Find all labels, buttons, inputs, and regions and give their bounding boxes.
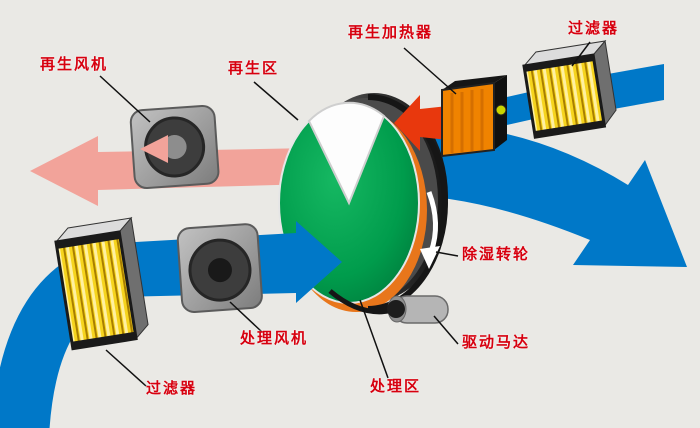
heater-top-face (442, 75, 507, 90)
filter-bottom-unit (54, 216, 149, 351)
filter-top-frame-bottom (534, 120, 605, 138)
label-regen-heater: 再生加热器 (348, 24, 434, 41)
leader-regen-fan (99, 75, 151, 123)
regen-fan-inner-arrow (140, 135, 168, 163)
filter-top-unit (522, 39, 617, 139)
label-filter-bottom: 过滤器 (146, 380, 198, 397)
heater-indicator-light (495, 104, 507, 116)
process-fan-ring-edge (188, 238, 252, 302)
filter-bottom-frame-top (56, 231, 121, 249)
label-regen-fan: 再生风机 (40, 56, 109, 73)
leader-process-fan (229, 301, 263, 333)
label-wheel: 除湿转轮 (462, 246, 531, 263)
regen-heater-unit (441, 75, 507, 158)
filter-bottom-frame-bottom (71, 331, 137, 349)
regen-fan-hub (162, 134, 187, 159)
label-motor: 驱动马达 (462, 334, 531, 351)
leader-process-zone (359, 299, 389, 379)
hot-air-arrow (394, 95, 448, 151)
leader-wheel (435, 251, 459, 257)
process-fan-hub (207, 258, 232, 283)
dry-air-outlet-arrow (398, 124, 687, 268)
leader-filter-top (571, 41, 591, 67)
label-filter-top: 过滤器 (568, 20, 620, 37)
process-fan (176, 223, 263, 313)
leader-regen-heater (403, 47, 457, 95)
regen-air-inlet-arrow (608, 64, 664, 110)
label-process-fan: 处理风机 (240, 330, 309, 347)
leader-regen-zone (253, 81, 299, 121)
leader-motor (433, 315, 459, 345)
regen-fan (129, 104, 220, 190)
leader-filter-bottom (105, 349, 147, 387)
wheel-regeneration-sector (307, 101, 386, 206)
label-regen-zone: 再生区 (228, 60, 280, 77)
drive-motor-pulley (387, 300, 405, 318)
leader-lines (99, 41, 591, 387)
heater-element-stripes (450, 89, 484, 153)
wheel-rotation-arrow-head (420, 246, 440, 269)
heater-front-face (441, 81, 495, 158)
label-process-zone: 处理区 (370, 378, 422, 395)
